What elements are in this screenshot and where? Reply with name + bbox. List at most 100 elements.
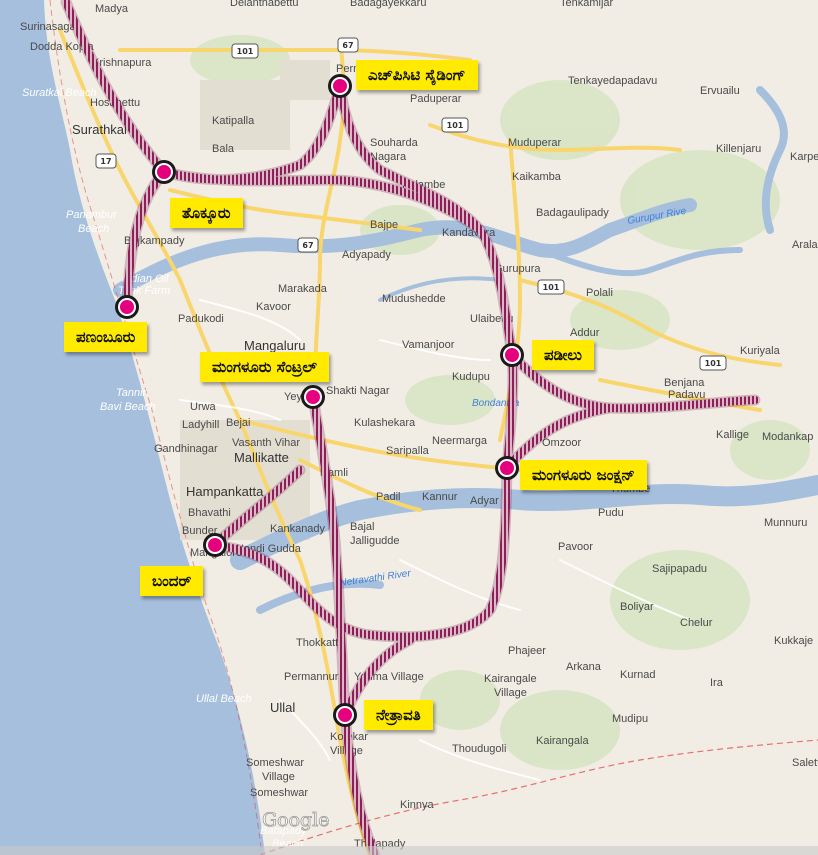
place-label: Kinnya (400, 799, 435, 811)
place-label: Bejai (226, 417, 250, 429)
station-marker-thokkur[interactable] (152, 160, 176, 184)
place-label: Munnuru (764, 517, 807, 529)
place-label: Dodda Kopla (30, 41, 94, 53)
station-label-hps[interactable]: ಎಚ್‌ಪಿಸಿಟಿ ಸೈಡಿಂಗ್ (356, 60, 478, 90)
place-label: Ullal Beach (196, 693, 252, 705)
place-label: Suratkal Beach (22, 87, 97, 99)
svg-text:101: 101 (705, 359, 722, 368)
place-label: Paduperar (410, 93, 462, 105)
place-label: Bajal (350, 521, 374, 533)
place-label: Bavi Beach (100, 401, 156, 413)
place-label: Badagayekkaru (350, 0, 426, 9)
place-label: Panambur (66, 209, 118, 221)
station-marker-panambur[interactable] (115, 295, 139, 319)
station-marker-hps[interactable] (328, 74, 352, 98)
place-label: Modankap (762, 431, 813, 443)
rail-line-hps-thokkur (160, 82, 344, 184)
svg-text:67: 67 (302, 241, 313, 250)
station-label-central[interactable]: ಮಂಗಳೂರು ಸೆಂಟ್ರಲ್ (200, 352, 329, 382)
place-label: Arala (792, 239, 818, 251)
place-label: Permannur (284, 671, 339, 683)
place-label: Katipalla (212, 115, 255, 127)
place-label: Tannir (116, 387, 148, 399)
station-label-netravati[interactable]: ನೇತ್ರಾವತಿ (364, 700, 433, 730)
map-bottom-edge (0, 846, 818, 855)
place-label: Tenkamijar (560, 0, 614, 9)
place-label: Bajpe (370, 219, 398, 231)
highway-101-shield-gurupura: 101 (537, 279, 565, 295)
place-label: Thokkattu (296, 637, 344, 649)
place-label: Padukodi (178, 313, 224, 325)
place-label: Village (262, 771, 295, 783)
place-label: Vasanth Vihar (232, 437, 300, 449)
place-label: Bhavathi (188, 507, 231, 519)
place-label: Thoudugoli (452, 743, 506, 755)
place-label: Delanthabettu (230, 0, 299, 9)
station-marker-junction[interactable] (495, 456, 519, 480)
place-label: Beach (78, 223, 109, 235)
station-marker-bandar[interactable] (203, 533, 227, 557)
station-label-panambur[interactable]: ಪಣಂಬೂರು (64, 322, 148, 352)
station-label-bandar[interactable]: ಬಂದರ್ (140, 566, 204, 596)
place-label: Vamanjoor (402, 339, 455, 351)
place-label: Omzoor (542, 437, 581, 449)
svg-text:67: 67 (342, 41, 353, 50)
place-label: Ullal (270, 700, 295, 715)
place-label: Adyapady (342, 249, 391, 261)
station-marker-central[interactable] (301, 385, 325, 409)
place-label: Pavoor (558, 541, 593, 553)
station-label-thokkur[interactable]: ತೊಕ್ಕೂರು (170, 198, 243, 228)
place-label: Arkana (566, 661, 602, 673)
place-label: Kudupu (452, 371, 490, 383)
place-labels: Madya Delanthabettu Badagayekkaru Tenkam… (20, 0, 818, 850)
rail-line-thokkur-panambur (123, 168, 168, 309)
place-label: Urwa (190, 401, 217, 413)
highway-101-shield-souharda: 101 (441, 117, 469, 133)
place-label: Madya (95, 3, 129, 15)
place-label: Killenjaru (716, 143, 761, 155)
place-label: Batapady (260, 825, 308, 837)
station-marker-netravati[interactable] (333, 703, 357, 727)
place-label: Badagaulipady (536, 207, 609, 219)
highway-shields: 101 67 101 17 67 101 101 (95, 37, 727, 371)
place-label: Bajkampady (124, 235, 185, 247)
place-label: Kallige (716, 429, 749, 441)
place-label: Polali (586, 287, 613, 299)
station-label-junction[interactable]: ಮಂಗಳೂರು ಜಂಕ್ಷನ್ (520, 460, 647, 490)
highway-101-shield-kuriyala: 101 (699, 355, 727, 371)
place-label: Boliyar (620, 601, 654, 613)
place-label: Neermarga (432, 435, 488, 447)
place-label: Pudu (598, 507, 624, 519)
green-areas (190, 35, 810, 770)
highway-17-shield: 17 (95, 153, 117, 169)
place-label: Kairangala (536, 735, 589, 747)
rail-line-central-south (309, 393, 379, 855)
station-label-padil[interactable]: ಪಡೀಲು (532, 340, 594, 370)
place-label: Someshwar (246, 757, 304, 769)
place-label: Adyar (470, 495, 499, 507)
place-label: Kuriyala (740, 345, 781, 357)
place-label: Jalligudde (350, 535, 400, 547)
station-marker-padil[interactable] (500, 343, 524, 367)
place-label: Padavu (668, 389, 705, 401)
place-label: Perm (336, 63, 362, 75)
place-label: Marakada (278, 283, 328, 295)
place-label: Ervuailu (700, 85, 740, 97)
place-label: Hampankatta (186, 484, 264, 499)
place-label: Kurnad (620, 669, 655, 681)
place-label: Phajeer (508, 645, 546, 657)
state-border (259, 739, 818, 855)
place-label: Kankanady (270, 523, 326, 535)
place-label: Indian Oil (122, 273, 169, 285)
highway-67-shield-bajpe: 67 (297, 237, 319, 253)
place-label: Gandhinagar (154, 443, 218, 455)
place-label: Surinasagar (20, 21, 80, 33)
coast-border (49, 0, 263, 855)
place-label: Souharda (370, 137, 419, 149)
svg-text:17: 17 (100, 157, 111, 166)
svg-text:101: 101 (237, 47, 254, 56)
place-label: Padil (376, 491, 400, 503)
place-label: Kulashekara (354, 417, 416, 429)
